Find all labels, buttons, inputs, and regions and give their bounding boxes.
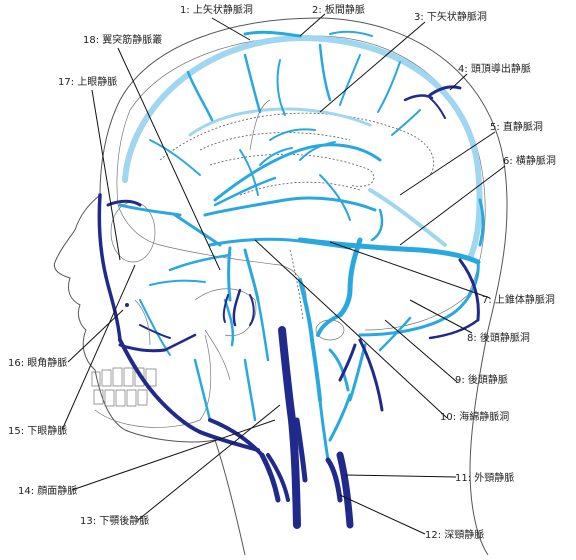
- leader-13: [137, 404, 281, 521]
- leader-2: [299, 13, 326, 37]
- label-pterygoid-plexus: 18: 翼突筋静脈叢: [83, 33, 162, 46]
- inferior-sagittal-sinus: [188, 107, 372, 137]
- label-cavernous-sinus: 10: 海綿静脈洞: [440, 410, 509, 423]
- leader-17: [91, 89, 121, 261]
- label-deep-cervical-vein: 12: 深頸静脈: [425, 528, 484, 541]
- cerebral-veins: [118, 43, 481, 462]
- label-inferior-ophthalmic-vein: 15: 下眼静脈: [8, 424, 67, 437]
- leader-14: [71, 419, 276, 491]
- leader-12: [339, 494, 426, 535]
- label-superior-petrosal-sinus: 7: 上錐体静脈洞: [482, 293, 555, 306]
- leader-18: [117, 47, 221, 271]
- label-inferior-sagittal-sinus: 3: 下矢状静脈洞: [414, 10, 487, 23]
- label-parietal-emissary-vein: 4: 頭頂導出静脈: [458, 62, 531, 75]
- label-facial-vein: 14: 顔面静脈: [18, 484, 77, 497]
- leader-3: [319, 21, 426, 113]
- labels: 1: 上矢状静脈洞 2: 板間静脈 3: 下矢状静脈洞 4: 頭頂導出静脈 5:…: [8, 3, 556, 541]
- label-diploic-veins: 2: 板間静脈: [312, 3, 365, 16]
- label-superior-ophthalmic-vein: 17: 上眼静脈: [58, 75, 117, 88]
- label-occipital-sinus: 8: 後頭静脈洞: [467, 331, 530, 344]
- superficial-veins-dark: [97, 85, 480, 529]
- label-straight-sinus: 5: 直静脈洞: [490, 120, 543, 133]
- label-angular-vein: 16: 眼角静脈: [8, 356, 67, 369]
- leader-7: [329, 241, 491, 299]
- leader-15: [61, 264, 136, 431]
- leader-9: [384, 319, 458, 383]
- leader-4: [449, 73, 468, 91]
- label-superior-sagittal-sinus: 1: 上矢状静脈洞: [180, 3, 253, 16]
- leader-1: [211, 17, 251, 41]
- leader-10: [254, 239, 448, 419]
- straight-sinus: [368, 188, 447, 247]
- brain-dashed-lines: [159, 112, 435, 321]
- angular-vein-junction: [125, 303, 129, 307]
- leader-11: [344, 474, 457, 478]
- label-external-jugular-vein: 11: 外頸静脈: [455, 471, 514, 484]
- leader-5: [399, 131, 496, 196]
- label-occipital-vein: 9: 後頭静脈: [455, 373, 508, 386]
- label-transverse-sinus: 6: 横静脈洞: [503, 154, 556, 167]
- leader-8: [409, 299, 473, 334]
- leader-lines: [61, 13, 506, 535]
- label-retromandibular-vein: 13: 下顎後静脈: [80, 514, 149, 527]
- leader-6: [399, 165, 506, 246]
- ear-neck-details: [125, 99, 271, 346]
- sinuses: [122, 30, 485, 261]
- leader-16: [67, 309, 124, 363]
- head-outline: [53, 17, 508, 556]
